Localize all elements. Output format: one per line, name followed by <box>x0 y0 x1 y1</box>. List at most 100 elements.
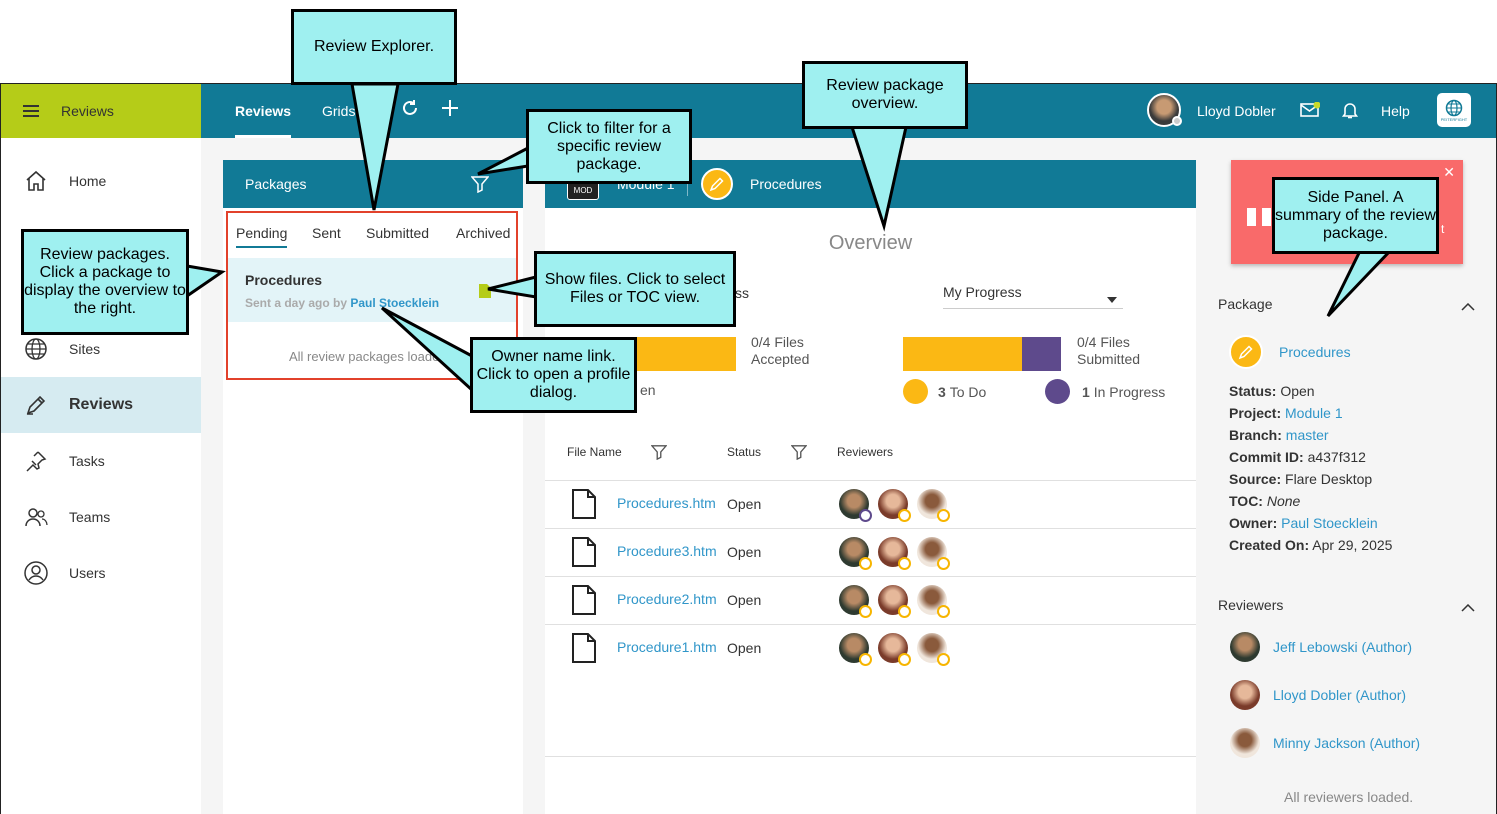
gift-icon <box>1245 198 1273 233</box>
packages-title: Packages <box>245 176 307 192</box>
reviewer-avatar[interactable] <box>917 633 950 666</box>
file-status: Open <box>727 496 762 512</box>
user-name[interactable]: Lloyd Dobler <box>1197 103 1276 119</box>
tab-archived[interactable]: Archived <box>456 225 511 241</box>
sidebar-item-tasks[interactable]: Tasks <box>1 433 201 489</box>
package-section-title: Package <box>1218 296 1273 312</box>
reviewer-item[interactable]: Lloyd Dobler (Author) <box>1230 680 1406 710</box>
detail-label: Created On: <box>1229 537 1310 553</box>
callout-filter: Click to filter for a specific review pa… <box>526 109 692 184</box>
callout-overview: Review package overview. <box>802 61 968 129</box>
todo-count: 3 <box>938 383 946 400</box>
reviewer-avatar[interactable] <box>917 585 950 618</box>
reviewer-name: Lloyd Dobler (Author) <box>1273 687 1407 703</box>
tab-sent[interactable]: Sent <box>312 225 341 241</box>
file-filter-icon[interactable] <box>650 444 668 465</box>
legend-todo: 3 To Do <box>903 379 986 404</box>
detail-label: Branch: <box>1229 427 1282 443</box>
detail-value[interactable]: Paul Stoecklein <box>1281 515 1378 531</box>
sidebar-item-teams[interactable]: Teams <box>1 489 201 545</box>
sidebar-item-users[interactable]: Users <box>1 545 201 601</box>
file-name-link[interactable]: Procedure2.htm <box>617 591 717 607</box>
file-status: Open <box>727 544 762 560</box>
reviewer-avatar <box>1230 632 1260 662</box>
file-status: Open <box>727 592 762 608</box>
presence-badge <box>1172 116 1182 126</box>
reviewer-avatar[interactable] <box>917 489 950 522</box>
overview-panel: MOD Module 1 Procedures Overview ss My P… <box>545 160 1196 814</box>
file-name-link[interactable]: Procedure3.htm <box>617 543 717 559</box>
file-icon <box>572 633 596 666</box>
reviewer-status-badge <box>898 605 911 618</box>
add-icon[interactable] <box>441 99 459 123</box>
sidebar-item-label: Reviews <box>69 396 134 413</box>
pointer-side-panel <box>1326 249 1394 318</box>
accepted-stat: 0/4 Files Accepted <box>751 334 809 368</box>
column-status[interactable]: Status <box>727 445 762 459</box>
package-meta-prefix: Sent a day ago by <box>245 296 348 310</box>
help-link[interactable]: Help <box>1381 103 1410 119</box>
brand-area[interactable]: Reviews <box>1 84 201 138</box>
table-row[interactable]: Procedures.htm Open <box>545 480 1196 528</box>
bell-icon[interactable] <box>1341 101 1359 125</box>
side-package-name[interactable]: Procedures <box>1279 344 1351 360</box>
reviewer-item[interactable]: Jeff Lebowski (Author) <box>1230 632 1412 662</box>
detail-value[interactable]: master <box>1285 427 1329 443</box>
table-row[interactable]: Procedure2.htm Open <box>545 576 1196 624</box>
chevron-up-icon[interactable] <box>1461 298 1475 316</box>
tab-reviews[interactable]: Reviews <box>235 84 292 138</box>
sidebar-item-home[interactable]: Home <box>1 153 201 209</box>
detail-row: Project: Module 1 <box>1229 402 1392 424</box>
file-icon <box>572 585 596 618</box>
mail-icon[interactable] <box>1300 101 1321 124</box>
close-icon[interactable]: ✕ <box>1443 164 1455 180</box>
status-filter-icon[interactable] <box>790 444 808 465</box>
company-logo[interactable]: PEITERFIGHT <box>1437 93 1471 127</box>
home-icon <box>23 168 49 194</box>
detail-row: TOC: None <box>1229 490 1392 512</box>
pointer-show-files <box>487 275 538 299</box>
filter-icon[interactable] <box>470 175 490 196</box>
reviewer-avatar[interactable] <box>839 489 872 522</box>
detail-value: a437f312 <box>1307 449 1366 465</box>
sidebar-item-label: Teams <box>69 509 111 525</box>
sidebar-item-sites[interactable]: Sites <box>1 321 201 377</box>
detail-value[interactable]: Module 1 <box>1285 405 1343 421</box>
reviewer-avatar[interactable] <box>878 537 911 570</box>
reviewers-loaded-text: All reviewers loaded. <box>1284 789 1414 805</box>
reviewer-avatar[interactable] <box>839 537 872 570</box>
reviewer-avatar[interactable] <box>917 537 950 570</box>
sidebar-item-label: Sites <box>69 341 101 357</box>
file-name-link[interactable]: Procedures.htm <box>617 495 716 511</box>
people-icon <box>23 504 49 530</box>
owner-name-link[interactable]: Paul Stoecklein <box>350 296 440 310</box>
reviewer-item[interactable]: Minny Jackson (Author) <box>1230 728 1420 758</box>
refresh-icon[interactable] <box>401 99 419 123</box>
tab-grids[interactable]: Grids <box>322 103 356 119</box>
todo-segment <box>903 337 1022 371</box>
tab-pending[interactable]: Pending <box>236 225 288 248</box>
accepted-label: Accepted <box>751 351 810 367</box>
package-item[interactable]: Procedures Sent a day ago by Paul Stoeck… <box>228 258 516 322</box>
reviewer-avatar[interactable] <box>839 633 872 666</box>
accepted-legend-partial: en <box>640 382 656 398</box>
legend-in-progress: 1 In Progress <box>1045 379 1165 404</box>
file-name-link[interactable]: Procedure1.htm <box>617 639 717 655</box>
reviewer-status-badge <box>937 509 950 522</box>
accepted-count: 0/4 Files <box>751 334 804 350</box>
hamburger-menu-icon[interactable] <box>23 105 39 117</box>
progress-select[interactable]: My Progress <box>943 284 1123 309</box>
column-file-name[interactable]: File Name <box>567 445 622 459</box>
table-row[interactable]: Procedure3.htm Open <box>545 528 1196 576</box>
table-row[interactable]: Procedure1.htm Open <box>545 624 1196 672</box>
user-avatar[interactable] <box>1147 93 1182 127</box>
detail-row: Owner: Paul Stoecklein <box>1229 512 1392 534</box>
chevron-up-icon[interactable] <box>1461 599 1475 617</box>
sidebar-item-reviews[interactable]: Reviews <box>1 377 201 433</box>
reviewer-avatar[interactable] <box>839 585 872 618</box>
reviewer-avatar[interactable] <box>878 489 911 522</box>
tab-submitted[interactable]: Submitted <box>366 225 430 241</box>
reviewer-avatar[interactable] <box>878 585 911 618</box>
reviewer-avatar[interactable] <box>878 633 911 666</box>
